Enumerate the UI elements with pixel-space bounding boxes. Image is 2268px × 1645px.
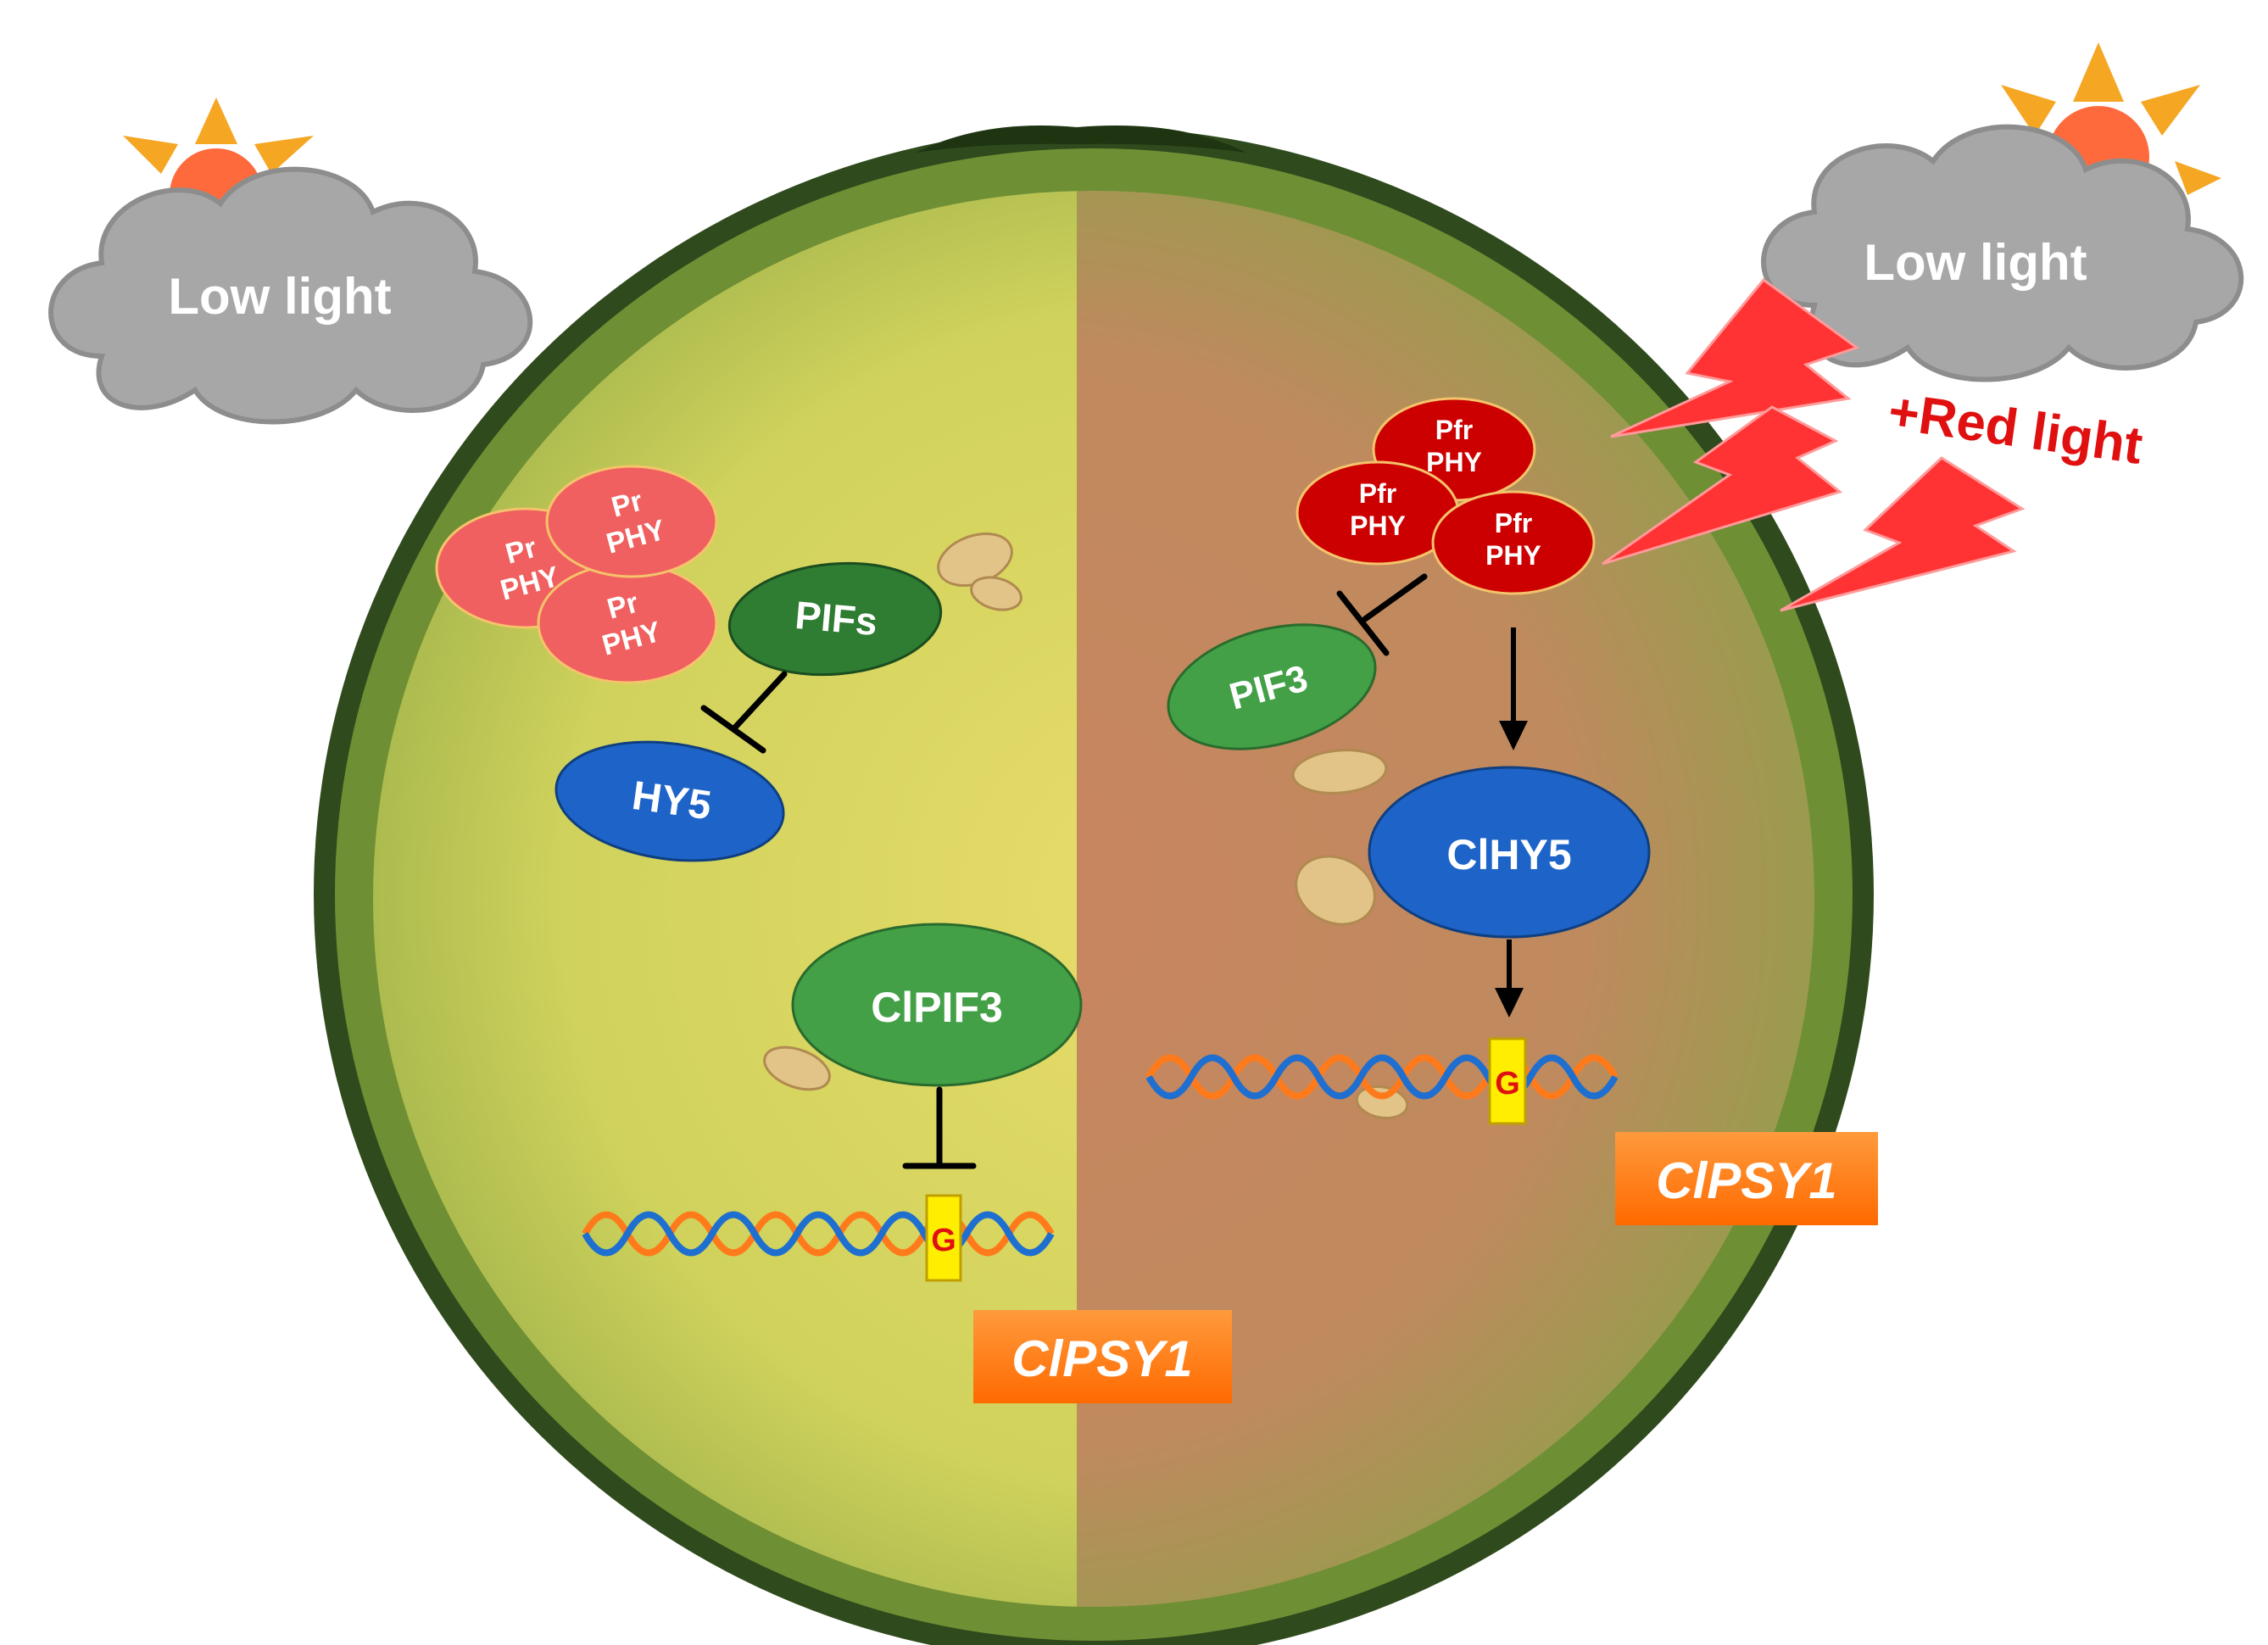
pr-phy-3: Pr PHY (537, 562, 718, 684)
right-dna-helix (1145, 1054, 1619, 1100)
clhy5-activates-gene (1495, 940, 1524, 1018)
stem-notch (916, 125, 1246, 153)
pfr-inhibits-pif3 (1336, 573, 1428, 656)
pfr-activates-clhy5 (1499, 627, 1528, 750)
watermelon-slice (314, 125, 1874, 1645)
svg-text:ClPSY1: ClPSY1 (1656, 1152, 1836, 1209)
pfr-phy-cluster: Pfr PHY Pfr PHY Pfr PHY (1296, 397, 1596, 595)
svg-text:ClHY5: ClHY5 (1446, 831, 1571, 878)
svg-text:Pfr: Pfr (1435, 415, 1473, 445)
svg-text:G: G (931, 1223, 956, 1258)
hy5-node: HY5 (554, 740, 785, 862)
pifs-inhibits-hy5 (700, 671, 788, 754)
svg-text:PHY: PHY (1485, 540, 1541, 571)
clpif3-node: ClPIF3 (791, 923, 1083, 1087)
pfr-phy-3: Pfr PHY (1431, 490, 1596, 595)
right-g-box: G (1488, 1037, 1527, 1125)
svg-text:Pfr: Pfr (1359, 478, 1396, 509)
right-cloud: Low light (1761, 124, 2244, 382)
seeds (763, 533, 1409, 1119)
svg-text:PIFs: PIFs (794, 593, 879, 644)
left-cloud-label: Low light (168, 268, 391, 325)
svg-text:Pfr: Pfr (1495, 508, 1532, 538)
clhy5-node: ClHY5 (1368, 766, 1651, 939)
lightning-bolt-3 (1780, 456, 2026, 612)
pr-phy-2: Pr PHY (545, 465, 718, 578)
svg-text:PHY: PHY (1350, 510, 1406, 541)
svg-text:HY5: HY5 (629, 773, 714, 828)
red-light-bolts (1602, 277, 2026, 612)
svg-text:ClPSY1: ClPSY1 (1011, 1330, 1192, 1387)
left-gene-label-box: ClPSY1 (973, 1310, 1232, 1403)
left-g-box: G (925, 1194, 962, 1282)
svg-text:PHY: PHY (1426, 447, 1482, 477)
svg-text:G: G (1495, 1066, 1520, 1101)
pr-phy-cluster: Pr PHY Pr PHY Pr PHY (435, 465, 718, 684)
svg-text:ClPIF3: ClPIF3 (871, 984, 1003, 1031)
right-gene-label-box: ClPSY1 (1615, 1132, 1878, 1225)
left-dna-helix (582, 1211, 1055, 1257)
pif3-node: PIF3 (1167, 623, 1377, 750)
lightning-bolt-2 (1602, 405, 1843, 566)
right-cloud-label: Low light (1864, 234, 2087, 291)
clpif3-inhibits-gene (902, 1086, 977, 1169)
pifs-node: PIFs (727, 561, 943, 677)
red-light-label: +Red light (1885, 382, 2146, 476)
left-cloud: Low light (48, 166, 532, 425)
lightning-bolt-1 (1610, 277, 1860, 438)
